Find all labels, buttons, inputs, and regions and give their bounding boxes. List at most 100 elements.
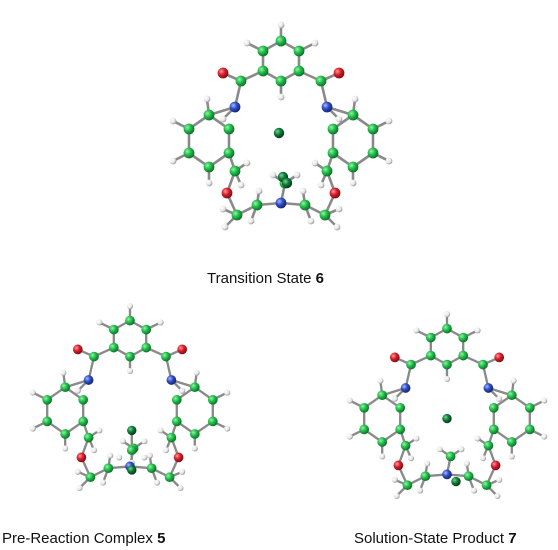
hydrogen-atom [293, 171, 301, 179]
hydrogen-atom [224, 425, 231, 432]
carbon-atom [402, 480, 413, 491]
carbon-atom [171, 394, 182, 405]
hydrogen-atom [407, 455, 415, 462]
hydrogen-atom [474, 435, 481, 442]
carbon-atom [359, 424, 370, 435]
carbon-atom [299, 199, 311, 211]
oxygen-atom [72, 344, 83, 355]
carbon-atom [125, 315, 135, 326]
nitrogen-atom [275, 197, 287, 209]
bonds [348, 313, 546, 498]
carbon-atom [367, 123, 379, 135]
hydrogen-atom [74, 468, 81, 475]
carbon-atom [481, 480, 492, 491]
hydrogen-atom [162, 447, 170, 454]
caption-text: Solution-State Product [354, 530, 505, 547]
hydrogen-atom [96, 319, 103, 326]
carbon-atom [60, 382, 71, 393]
bonds [171, 23, 391, 229]
molecule-pre-reaction-complex [29, 303, 231, 492]
carbon-atom [229, 165, 241, 177]
carbon-atom [319, 209, 331, 221]
hydrogen-atom [177, 484, 184, 492]
hydrogen-atom [29, 425, 36, 432]
compound-number: 5 [157, 530, 166, 547]
hydrogen-atom [510, 377, 517, 384]
hydrogen-atom [311, 159, 319, 167]
carbon-atom [425, 350, 436, 361]
hydrogen-atom [436, 446, 443, 453]
hydrogen-atom [416, 487, 424, 494]
hydrogen-atom [193, 369, 200, 376]
hydrogen-atom [379, 453, 386, 460]
hydrogen-atom [496, 395, 503, 402]
carbon-atom [146, 463, 157, 474]
hydrogen-atom [474, 327, 481, 334]
hydrogen-atom [169, 117, 177, 125]
hydrogen-atom [247, 217, 255, 225]
carbon-atom [478, 359, 488, 370]
compound-number: 7 [508, 530, 517, 547]
hydrogen-atom [346, 397, 353, 404]
carbon-atom [395, 402, 406, 413]
oxygen-atom [76, 452, 87, 463]
carbon-atom [377, 390, 388, 401]
carbon-atom [321, 165, 333, 177]
oxygen-atom [177, 344, 188, 355]
nitrogen-atom [166, 375, 177, 385]
hydrogen-atom [479, 455, 487, 462]
hydrogen-atom [333, 223, 341, 231]
hydrogen-atom [413, 435, 420, 442]
hydrogen-atom [299, 187, 307, 195]
hydrogen-atom [443, 375, 451, 383]
hydrogen-atom [508, 453, 515, 460]
carbon-atom [463, 471, 474, 482]
oxygen-atom [221, 187, 233, 199]
carbon-atom [506, 390, 517, 401]
oxygen-atom [333, 67, 345, 79]
halide-atom [451, 476, 461, 487]
hydrogen-atom [29, 389, 36, 396]
carbon-atom [442, 323, 452, 334]
molecule-solution-state-product [346, 311, 548, 500]
hydrogen-atom [393, 492, 400, 500]
nitrogen-atom [483, 383, 494, 393]
carbon-atom [347, 109, 359, 121]
hydrogen-atom [119, 438, 126, 445]
hydrogen-atom [191, 445, 198, 452]
hydrogen-atom [157, 319, 164, 326]
hydrogen-atom [277, 93, 285, 101]
carbon-atom [235, 75, 247, 87]
carbon-atom [395, 424, 406, 435]
hydrogen-atom [219, 205, 227, 213]
carbon-atom [293, 45, 305, 57]
caption-solution-state-product: Solution-State Product 7 [354, 530, 517, 547]
hydrogen-atom [346, 433, 353, 440]
hydrogen-atom [99, 479, 107, 486]
hydrogen-atom [205, 179, 213, 187]
oxygen-atom [494, 352, 505, 363]
hydrogen-atom [463, 460, 470, 467]
oxygen-atom [393, 460, 404, 471]
carbon-atom [183, 123, 195, 135]
carbon-atom [488, 424, 499, 435]
carbon-atom [367, 147, 379, 159]
carbon-atom [78, 416, 89, 427]
halide-atom [127, 425, 137, 436]
carbon-atom [141, 342, 152, 353]
hydrogen-atom [377, 377, 384, 384]
carbon-atom [108, 342, 119, 353]
molecule-transition-state [169, 21, 393, 231]
halide-atom [442, 413, 452, 424]
hydrogen-atom [90, 447, 98, 454]
caption-transition-state: Transition State 6 [207, 270, 324, 287]
hydrogen-atom [413, 327, 420, 334]
hydrogen-atom [126, 303, 134, 310]
hydrogen-atom [179, 387, 186, 394]
hydrogen-atom [219, 115, 227, 123]
carbon-atom [223, 123, 235, 135]
hydrogen-atom [385, 117, 393, 125]
hydrogen-atom [169, 157, 177, 165]
carbon-atom [377, 437, 388, 447]
nitrogen-atom [442, 469, 452, 480]
